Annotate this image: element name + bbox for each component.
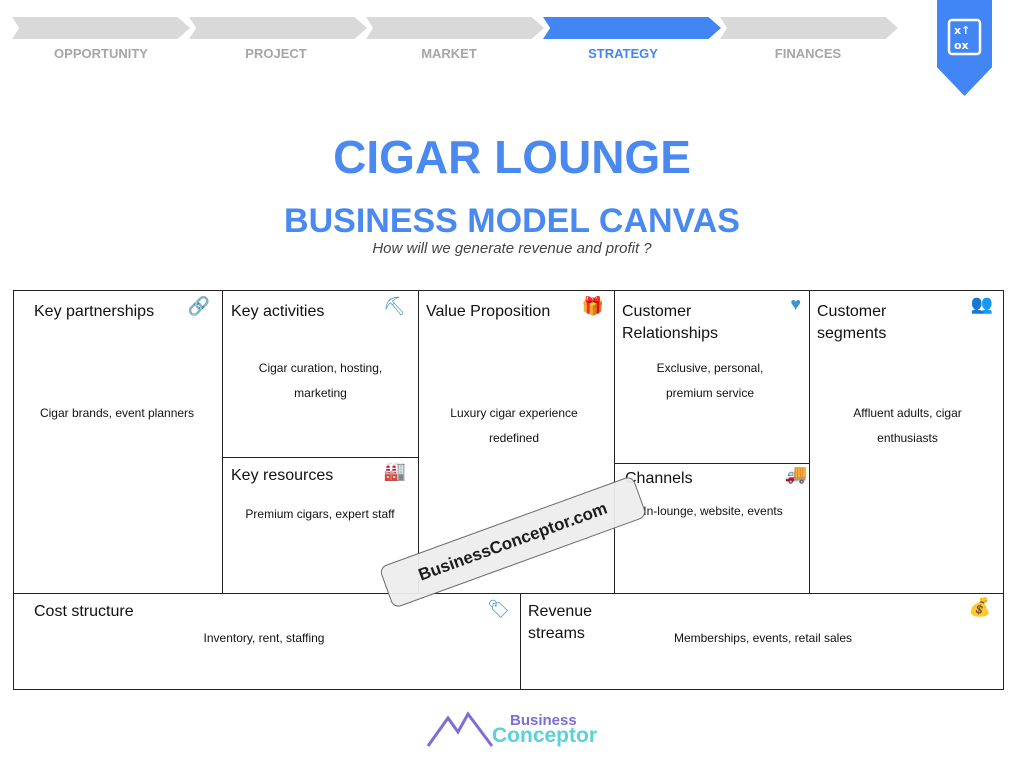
gift-icon: 🎁 xyxy=(581,296,604,316)
block-text: In-lounge, website, events xyxy=(643,504,783,518)
page-subtitle: BUSINESS MODEL CANVAS xyxy=(284,202,740,240)
mountain-logo-icon xyxy=(426,711,494,747)
step-label[interactable]: OPPORTUNITY xyxy=(54,46,148,61)
step-label[interactable]: FINANCES xyxy=(774,46,842,61)
tags-icon: 🏷 xyxy=(487,599,510,619)
block-title: Customer Relationships xyxy=(622,303,719,342)
truck-icon: 🚚 xyxy=(784,464,807,484)
customer-relationships-block: Customer Relationships ♥ Exclusive, pers… xyxy=(614,290,810,464)
customer-segments-block: Customer segments 👥 Affluent adults, cig… xyxy=(809,290,1004,594)
block-title: Channels xyxy=(625,470,693,487)
block-text: Cigar curation, hosting, marketing xyxy=(258,361,383,400)
step-label[interactable]: MARKET xyxy=(421,46,477,61)
shovel-icon: ⛏ xyxy=(383,296,406,316)
block-title: Cost structure xyxy=(34,603,134,620)
svg-text:ox: ox xyxy=(954,39,969,52)
strategy-board-icon: x↑ ox xyxy=(947,18,982,56)
block-title: Revenue streams xyxy=(528,603,593,642)
money-bag-icon: 💰 xyxy=(968,597,991,617)
channels-block: Channels 🚚 In-lounge, website, events xyxy=(614,463,810,594)
step-project[interactable] xyxy=(189,17,367,39)
logo-text: Conceptor xyxy=(492,724,597,747)
logo: Business Conceptor xyxy=(426,710,606,750)
revenue-streams-block: Revenue streams 💰 Memberships, events, r… xyxy=(520,593,1004,690)
step-finances[interactable] xyxy=(720,17,898,39)
link-icon: 🔗 xyxy=(187,296,210,316)
block-title: Key partnerships xyxy=(34,303,155,320)
key-activities-block: Key activities ⛏ Cigar curation, hosting… xyxy=(222,290,419,458)
block-title: Customer segments xyxy=(817,303,887,342)
block-text: Exclusive, personal, premium service xyxy=(656,361,764,400)
block-title: Key resources xyxy=(231,467,334,484)
block-title: Key activities xyxy=(231,303,325,320)
users-icon: 👥 xyxy=(970,294,993,314)
cost-structure-block: Cost structure 🏷 Inventory, rent, staffi… xyxy=(13,593,521,690)
block-text: Luxury cigar experience redefined xyxy=(450,406,578,445)
step-label[interactable]: PROJECT xyxy=(245,46,307,61)
page-title: CIGAR LOUNGE xyxy=(333,131,691,183)
svg-text:x↑: x↑ xyxy=(954,24,970,37)
tagline: How will we generate revenue and profit … xyxy=(372,240,652,257)
step-opportunity[interactable] xyxy=(12,17,190,39)
key-partnerships-block: Key partnerships 🔗 Cigar brands, event p… xyxy=(13,290,223,594)
factory-icon: 🏭 xyxy=(383,461,406,481)
step-market[interactable] xyxy=(366,17,544,39)
heart-icon: ♥ xyxy=(790,294,801,314)
block-text: Memberships, events, retail sales xyxy=(673,631,853,645)
strategy-badge: x↑ ox xyxy=(937,0,992,96)
block-text: Inventory, rent, staffing xyxy=(203,631,325,645)
step-strategy[interactable] xyxy=(543,17,721,39)
block-text: Cigar brands, event planners xyxy=(39,406,195,420)
block-title: Value Proposition xyxy=(426,303,551,320)
logo-text: Business xyxy=(510,712,577,729)
block-text: Premium cigars, expert staff xyxy=(245,507,395,521)
step-label[interactable]: STRATEGY xyxy=(588,46,658,61)
block-text: Affluent adults, cigar enthusiasts xyxy=(853,406,962,445)
